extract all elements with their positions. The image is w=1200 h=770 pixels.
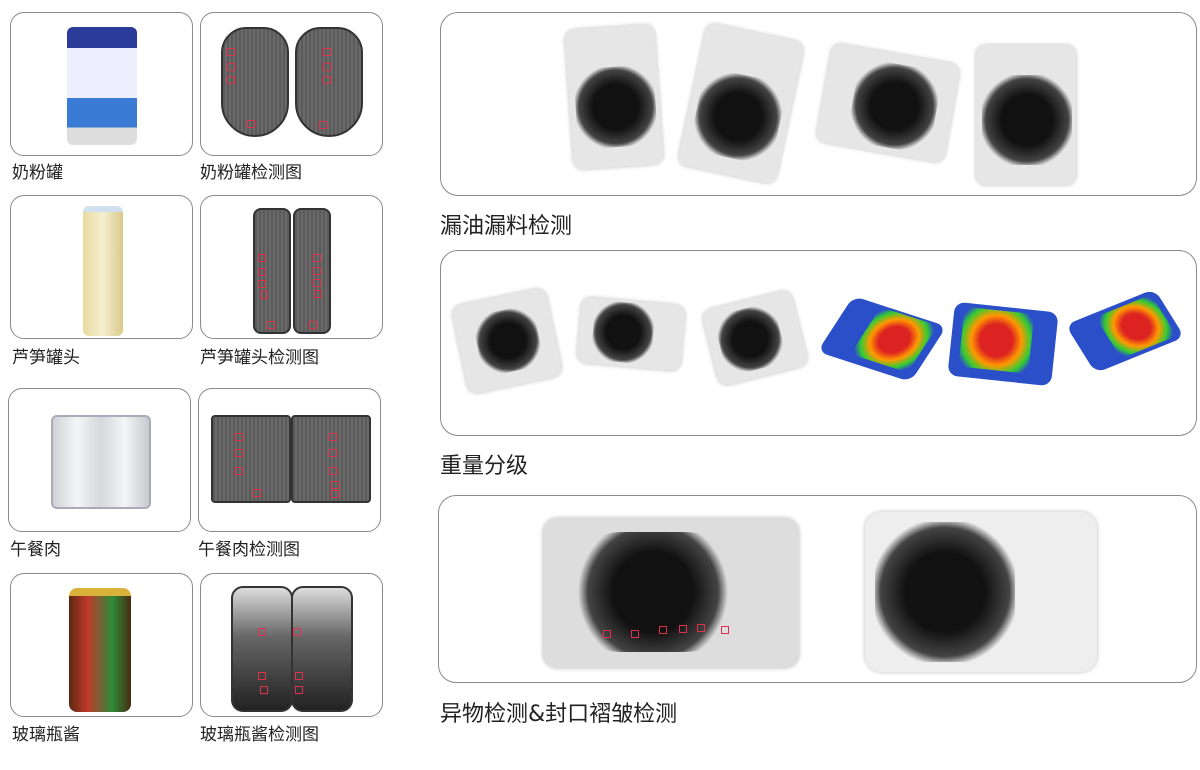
defect-marker (659, 626, 667, 634)
label-luncheon-xray: 午餐肉检测图 (198, 540, 300, 560)
defect-marker (227, 48, 235, 56)
bag-xray-1 (564, 24, 664, 170)
defect-marker (258, 268, 266, 276)
defect-marker (323, 48, 331, 56)
defect-marker (331, 481, 339, 489)
defect-marker (235, 467, 243, 475)
defect-marker (697, 624, 705, 632)
defect-marker (329, 467, 337, 475)
label-milk-can: 奶粉罐 (12, 163, 63, 183)
glass-jar-sauce-photo (10, 573, 193, 717)
defect-marker (313, 279, 321, 287)
bag-xray-2 (677, 22, 805, 185)
xray-shape (573, 532, 733, 652)
xray-shape (875, 522, 1015, 662)
foreign-object-seal-panel (438, 495, 1197, 683)
defect-marker (631, 630, 639, 638)
defect-marker (258, 280, 266, 288)
weight-bag-3 (700, 289, 810, 387)
xray-sauce-left (231, 586, 293, 712)
xray-shape (982, 75, 1072, 165)
defect-marker (331, 490, 339, 498)
xray-can-right (295, 27, 363, 137)
bag-xray-4 (976, 45, 1076, 185)
label-weight-grading: 重量分级 (440, 454, 529, 479)
defect-marker (323, 63, 331, 71)
luncheon-meat-photo (8, 388, 191, 532)
xray-shape (471, 304, 545, 378)
xray-shape (845, 57, 944, 155)
defect-marker (253, 489, 261, 497)
label-milk-can-xray: 奶粉罐检测图 (200, 163, 302, 183)
leak-detection-panel (440, 12, 1197, 196)
defect-marker (247, 120, 255, 128)
weight-bag-2 (576, 296, 686, 372)
defect-marker (295, 686, 303, 694)
defect-marker (329, 449, 337, 457)
heatmap-3 (1065, 288, 1185, 374)
heatmap-1 (817, 296, 947, 382)
defect-marker (721, 626, 729, 634)
xray-jar-right (293, 208, 331, 334)
defect-marker (329, 433, 337, 441)
asparagus-jar-image (83, 206, 123, 336)
xray-can-left (221, 27, 289, 137)
label-asparagus: 芦笋罐头 (12, 348, 80, 368)
defect-marker (260, 686, 268, 694)
glass-jar-sauce-xray (200, 573, 383, 717)
xray-shape (712, 301, 788, 377)
defect-marker (258, 672, 266, 680)
milk-can-xray (200, 12, 383, 156)
label-glass-jar-sauce: 玻璃瓶酱 (12, 725, 80, 745)
defect-marker (313, 267, 321, 275)
label-foreign-object-seal: 异物检测&封口褶皱检测 (440, 702, 678, 727)
defect-marker (313, 254, 321, 262)
defect-marker (258, 628, 266, 636)
defect-marker (227, 76, 235, 84)
defect-marker (603, 630, 611, 638)
milk-can-image (67, 27, 137, 145)
defect-marker (260, 291, 268, 299)
xray-shape (573, 64, 659, 150)
defect-marker (679, 625, 687, 633)
defect-marker (314, 290, 322, 298)
luncheon-meat-xray (198, 388, 381, 532)
label-leak-detection: 漏油漏料检测 (440, 214, 573, 239)
asparagus-jar-xray (200, 195, 383, 339)
label-luncheon-meat: 午餐肉 (10, 540, 61, 560)
label-glass-jar-xray: 玻璃瓶酱检测图 (200, 725, 319, 745)
weight-bag-1 (450, 287, 564, 395)
xray-shape (590, 299, 656, 365)
xray-shape (688, 66, 789, 167)
xray-sauce-right (291, 586, 353, 712)
luncheon-can-image (51, 415, 151, 509)
defect-marker (267, 321, 275, 329)
heatmap-2 (947, 301, 1059, 387)
weight-grading-panel (440, 250, 1197, 436)
milk-powder-can-photo (10, 12, 193, 156)
label-asparagus-xray: 芦笋罐头检测图 (200, 348, 319, 368)
defect-marker (319, 121, 327, 129)
defect-marker (235, 449, 243, 457)
bag-xray-3 (815, 42, 961, 164)
defect-marker (293, 628, 301, 636)
xray-jar-left (253, 208, 291, 334)
defect-marker (227, 63, 235, 71)
defect-marker (235, 433, 243, 441)
defect-marker (323, 76, 331, 84)
defect-marker (295, 672, 303, 680)
seal-wrinkle-bag (865, 512, 1097, 672)
defect-marker (309, 321, 317, 329)
defect-marker (258, 254, 266, 262)
asparagus-jar-photo (10, 195, 193, 339)
foreign-object-bag (543, 518, 799, 668)
sauce-jar-image (69, 588, 131, 712)
xray-luncheon-left (211, 415, 291, 503)
